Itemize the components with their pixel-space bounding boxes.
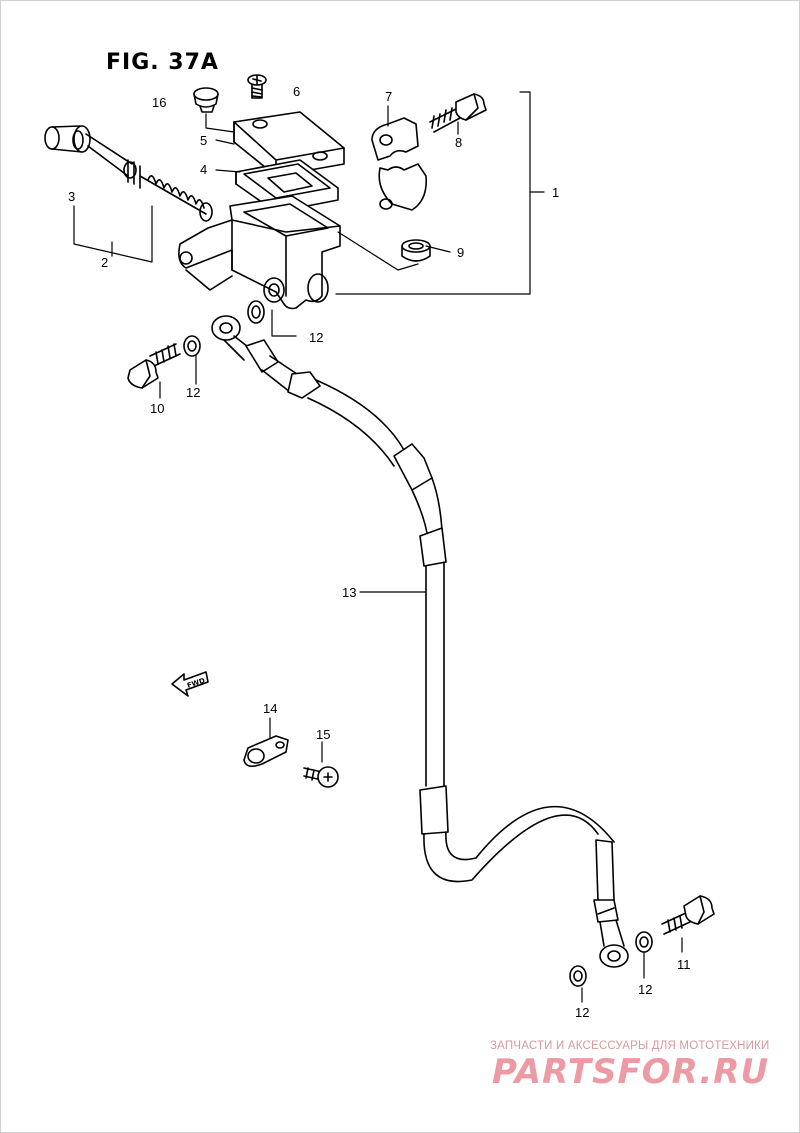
part-16-plug [193, 87, 219, 113]
part-5-cover [233, 111, 345, 177]
callout-10: 10 [150, 401, 165, 416]
callout-12-upper: 12 [309, 330, 324, 345]
callout-12-lower-left: 12 [575, 1005, 590, 1020]
callout-1: 1 [552, 185, 560, 200]
part-12-washer-left [183, 335, 201, 357]
callout-12-lower-right: 12 [638, 982, 653, 997]
callout-3: 3 [68, 189, 76, 204]
part-2-3-piston-kit [44, 125, 213, 222]
callout-9: 9 [457, 245, 465, 260]
callout-14: 14 [263, 701, 278, 716]
part-12-washer-lower-right [635, 931, 653, 953]
callout-7: 7 [385, 89, 393, 104]
part-11-banjo-bolt [661, 895, 715, 935]
callout-11: 11 [677, 957, 691, 972]
figure-title: FIG. 37A [106, 50, 219, 75]
part-10-banjo-bolt [127, 343, 181, 389]
watermark-caption: ЗАПЧАСТИ И АКСЕССУАРЫ ДЛЯ МОТОТЕХНИКИ [490, 1040, 770, 1052]
callout-16: 16 [152, 95, 167, 110]
callout-4: 4 [200, 162, 208, 177]
callout-5: 5 [200, 133, 208, 148]
callout-13: 13 [342, 585, 357, 600]
fwd-arrow-icon [171, 671, 209, 697]
part-12-washer-lower-left [569, 965, 587, 987]
part-9-grommet [401, 239, 431, 262]
master-cylinder-body [178, 195, 341, 310]
callout-6: 6 [293, 84, 301, 99]
part-6-screw [247, 74, 267, 99]
callout-12-left: 12 [186, 385, 201, 400]
callout-2: 2 [101, 255, 109, 270]
callout-8: 8 [455, 135, 463, 150]
part-13-brake-hose [211, 315, 629, 968]
part-12-washer-upper [247, 300, 265, 324]
part-8-bolt [429, 93, 487, 133]
callout-15: 15 [316, 727, 331, 742]
leader-lines [73, 91, 683, 1003]
watermark-logo: PARTSFOR.RU [492, 1052, 770, 1092]
part-7-clamp [371, 117, 428, 211]
part-15-screw [303, 766, 339, 788]
part-14-hose-clamp [243, 735, 289, 768]
